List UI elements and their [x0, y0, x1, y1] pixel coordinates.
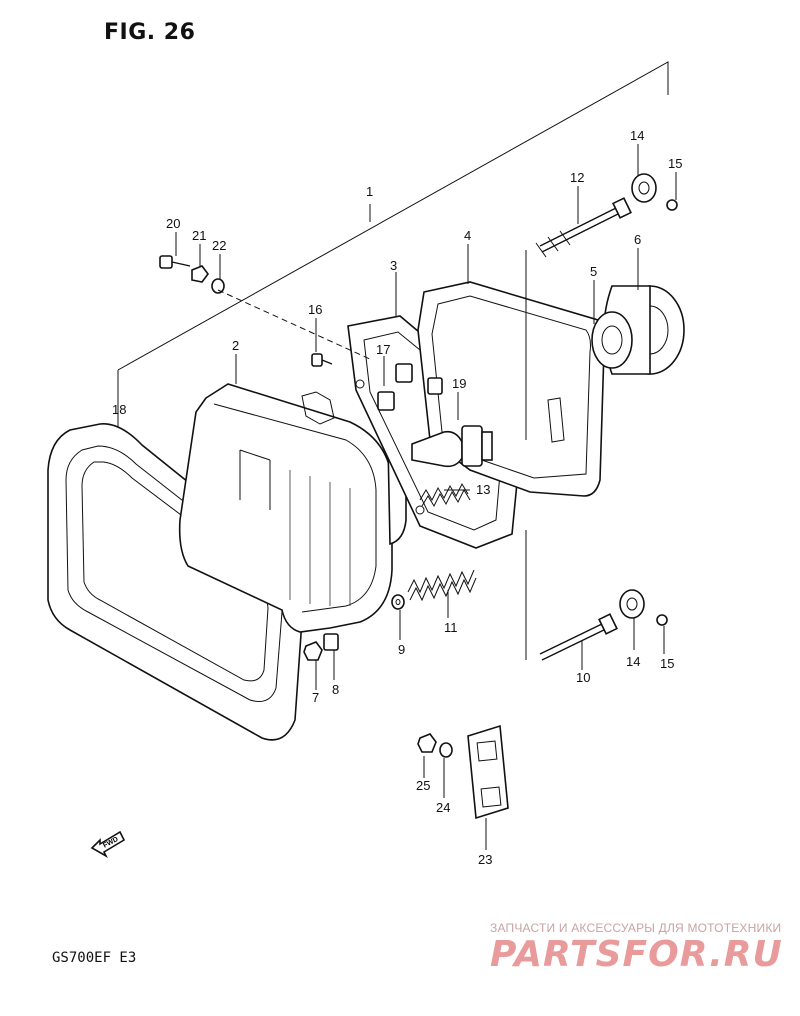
- leader-lines: [175, 144, 677, 850]
- headlamp-sealed-beam: [178, 383, 407, 633]
- callout-13: 13: [476, 482, 490, 497]
- nut-and-spacer: [303, 633, 339, 661]
- callout-6: 6: [634, 232, 641, 247]
- adjuster-nut-lower: [619, 589, 668, 626]
- adjuster-dome: [591, 285, 685, 375]
- callout-14-upper: 14: [630, 128, 644, 143]
- mount-screw: [311, 353, 333, 367]
- callout-5: 5: [590, 264, 597, 279]
- callout-12: 12: [570, 170, 584, 185]
- callout-9: 9: [398, 642, 405, 657]
- assembly-bracket: [117, 61, 669, 430]
- callout-3: 3: [390, 258, 397, 273]
- callout-16: 16: [308, 302, 322, 317]
- callout-15-lower: 15: [660, 656, 674, 671]
- callout-21: 21: [192, 228, 206, 243]
- callout-8: 8: [332, 682, 339, 697]
- adjuster-spring-lower: [407, 569, 477, 602]
- washer: [391, 594, 405, 610]
- callout-2: 2: [232, 338, 239, 353]
- callout-20: 20: [166, 216, 180, 231]
- adjusting-bolt-lower: [539, 613, 618, 661]
- watermark-subtitle: ЗАПЧАСТИ И АКСЕССУАРЫ ДЛЯ МОТОТЕХНИКИ: [490, 921, 782, 935]
- fwd-arrow-icon: FWD: [90, 830, 126, 859]
- callout-19: 19: [452, 376, 466, 391]
- callout-14-lower: 14: [626, 654, 640, 669]
- callout-18: 18: [112, 402, 126, 417]
- callout-22: 22: [212, 238, 226, 253]
- adjuster-nut-upper: [631, 173, 678, 211]
- headlamp-bulb: [411, 425, 493, 468]
- callout-4: 4: [464, 228, 471, 243]
- adjusting-bolt-upper: [535, 197, 632, 258]
- callout-25: 25: [416, 778, 430, 793]
- callout-17: 17: [376, 342, 390, 357]
- adjuster-spring-upper: [419, 482, 471, 508]
- callout-10: 10: [576, 670, 590, 685]
- callout-15-upper: 15: [668, 156, 682, 171]
- callout-1: 1: [366, 184, 373, 199]
- mount-bolt-set: [159, 255, 225, 294]
- wire-connector: [377, 363, 443, 411]
- callout-23: 23: [478, 852, 492, 867]
- model-code: GS700EF E3: [52, 950, 137, 966]
- callout-24: 24: [436, 800, 450, 815]
- watermark-brand: PARTSFOR.RU: [490, 934, 783, 975]
- callout-7: 7: [312, 690, 319, 705]
- side-reflector: [417, 724, 509, 820]
- figure-title: FIG. 26: [104, 20, 196, 45]
- callout-labels: 1 2 3 4 5 6 7 8 9 10 11 12 13 14 14 15 1…: [112, 128, 682, 867]
- callout-11: 11: [444, 620, 458, 635]
- headlamp-rim: [47, 423, 303, 741]
